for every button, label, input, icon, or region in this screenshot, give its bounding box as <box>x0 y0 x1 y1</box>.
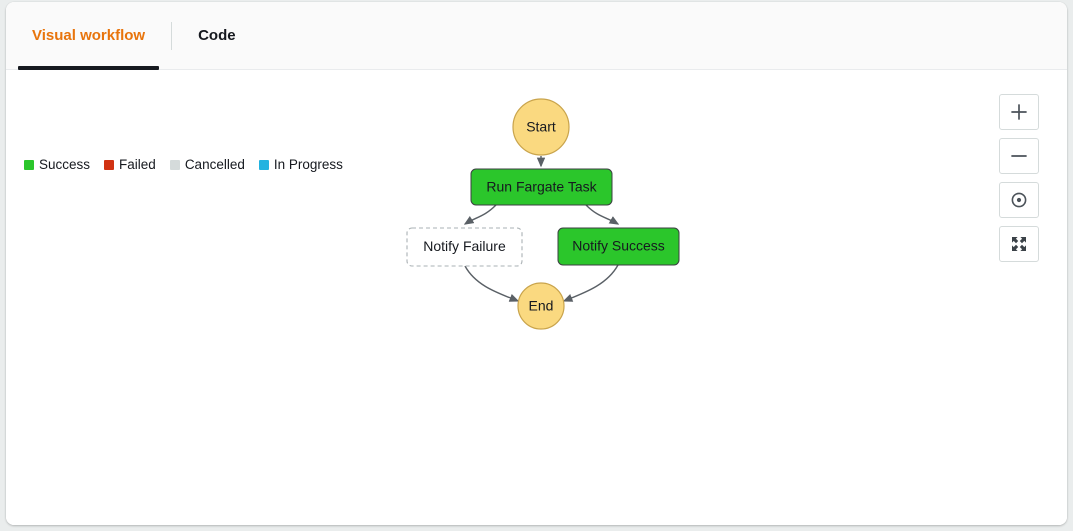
fullscreen-icon <box>1010 235 1028 253</box>
node-run-fargate-task-label: Run Fargate Task <box>486 179 597 195</box>
legend-item-failed: Failed <box>104 157 156 172</box>
legend-label-failed: Failed <box>119 157 156 172</box>
legend-item-in-progress: In Progress <box>258 157 343 172</box>
legend-label-cancelled: Cancelled <box>184 157 245 172</box>
node-end[interactable]: End <box>517 282 565 330</box>
node-start[interactable]: Start <box>512 98 570 156</box>
legend-label-in-progress: In Progress <box>273 157 343 172</box>
tab-visual-workflow-label: Visual workflow <box>32 27 146 44</box>
node-notify-failure-label: Notify Failure <box>423 238 506 254</box>
legend-label-success: Success <box>39 157 91 172</box>
node-end-shape[interactable] <box>517 282 565 330</box>
fullscreen-button[interactable] <box>999 226 1039 262</box>
node-run-fargate-task[interactable]: Run Fargate Task <box>470 168 613 206</box>
tab-visual-workflow[interactable]: Visual workflow <box>6 2 171 70</box>
node-end-label: End <box>529 298 554 314</box>
node-notify-failure[interactable]: Notify Failure <box>406 227 523 267</box>
edge-run-fargate-to-notify-success <box>585 204 620 225</box>
status-legend: Success Failed Cancelled In Progress <box>24 157 343 172</box>
node-run-fargate-task-shape[interactable] <box>470 168 613 206</box>
tab-bar: Visual workflow Code <box>6 2 1067 70</box>
graph-nodes: Start Run Fargate Task Notify Failure No… <box>406 98 680 330</box>
edge-run-fargate-to-notify-failure <box>463 204 497 225</box>
tab-code[interactable]: Code <box>172 2 262 70</box>
tab-separator <box>171 21 173 50</box>
minus-icon <box>1009 146 1029 166</box>
node-start-label: Start <box>526 119 556 135</box>
edge-notify-failure-to-end <box>464 265 520 302</box>
legend-item-success: Success <box>24 157 90 172</box>
node-notify-failure-shape[interactable] <box>406 227 523 267</box>
target-icon <box>1009 190 1029 210</box>
graph-edges <box>463 156 620 302</box>
edge-notify-success-to-end <box>562 264 619 302</box>
legend-swatch-failed <box>104 159 115 170</box>
legend-swatch-success <box>24 159 34 170</box>
node-notify-success[interactable]: Notify Success <box>557 227 680 266</box>
legend-swatch-in-progress <box>258 159 269 170</box>
tab-code-label: Code <box>198 27 236 44</box>
canvas-controls <box>999 94 1039 262</box>
zoom-out-button[interactable] <box>999 138 1039 174</box>
legend-swatch-cancelled <box>169 159 180 170</box>
workflow-canvas[interactable]: Success Failed Cancelled In Progress <box>6 71 1067 525</box>
node-notify-success-label: Notify Success <box>572 238 665 254</box>
node-start-shape[interactable] <box>512 98 570 156</box>
plus-icon <box>1009 102 1029 122</box>
workflow-card: Visual workflow Code Success Failed <box>6 2 1067 525</box>
legend-item-cancelled: Cancelled <box>169 157 245 172</box>
workflow-graph[interactable]: Start Run Fargate Task Notify Failure No… <box>6 71 1067 525</box>
zoom-in-button[interactable] <box>999 94 1039 130</box>
node-notify-success-shape[interactable] <box>557 227 680 266</box>
center-button[interactable] <box>999 182 1039 218</box>
